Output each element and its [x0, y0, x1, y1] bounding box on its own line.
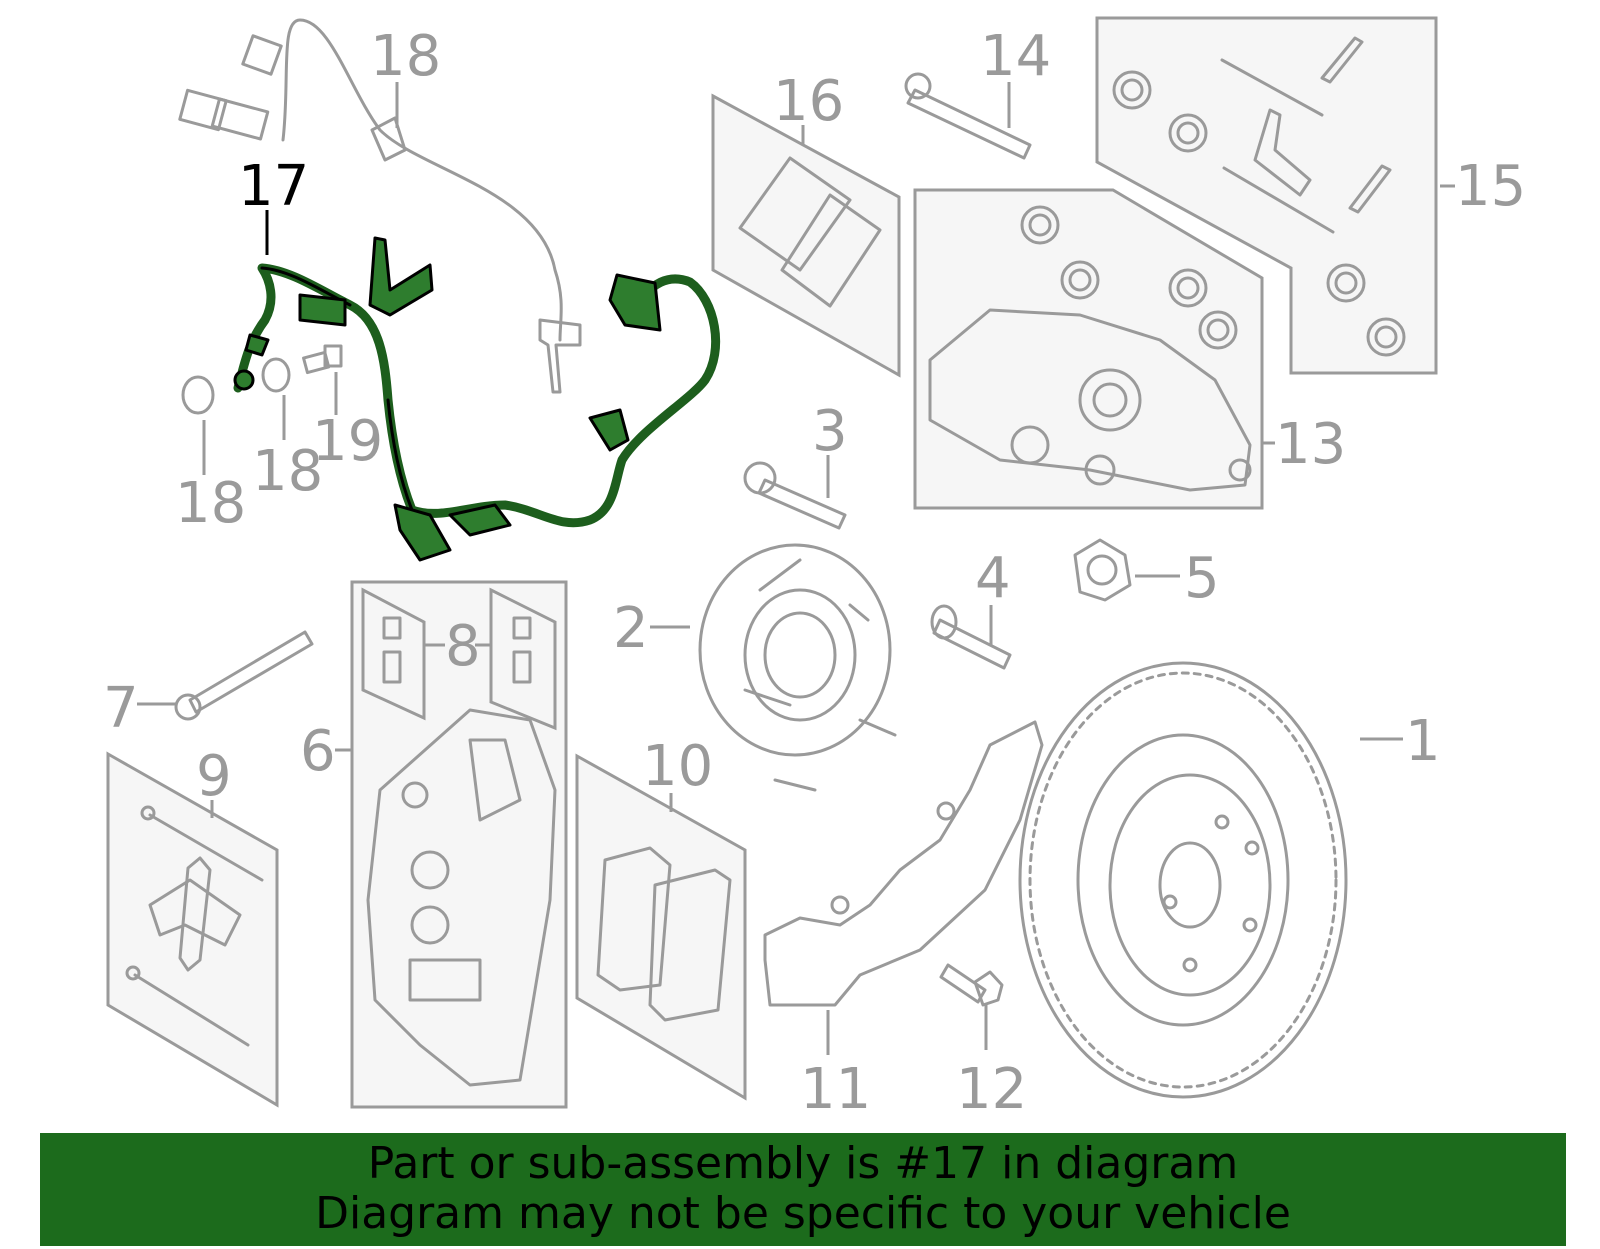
panel-13: [913, 188, 1264, 510]
part-6-caliper: [366, 708, 557, 1087]
callout-2: 2: [613, 596, 649, 661]
callout-6: 6: [300, 719, 336, 784]
part-14-bolt: [904, 72, 1032, 160]
callout-1: 1: [1405, 709, 1441, 774]
callout-8: 8: [445, 614, 481, 679]
callout-7: 7: [103, 676, 139, 741]
panel-16: [711, 93, 901, 378]
part-18-washer-a: [181, 375, 215, 415]
panel-6: [350, 580, 568, 1109]
callout-11: 11: [800, 1057, 871, 1122]
callout-4: 4: [975, 546, 1011, 611]
part-10-pads: [596, 846, 732, 1022]
callout-15: 15: [1455, 154, 1526, 219]
part-9-hardware: [125, 805, 264, 1047]
callout-13: 13: [1275, 412, 1346, 477]
callout-10: 10: [642, 734, 713, 799]
callout-18a: 18: [175, 471, 246, 536]
callout-16: 16: [773, 69, 844, 134]
part-4-stud: [930, 604, 1012, 670]
part-19-bolt: [302, 344, 343, 375]
banner-line-1: Part or sub-assembly is #17 in diagram: [367, 1138, 1239, 1189]
panel-8-right: [489, 587, 557, 731]
part-1-rotor: [1018, 661, 1348, 1099]
callout-17: 17: [238, 154, 309, 219]
callout-20: 18: [370, 24, 441, 89]
banner-line-2: Diagram may not be specific to your vehi…: [315, 1188, 1291, 1239]
callout-12: 12: [956, 1057, 1027, 1122]
callout-19: 19: [312, 409, 383, 474]
part-2-hub: [698, 543, 897, 792]
callout-3: 3: [812, 399, 848, 464]
part-15-kit: [1112, 36, 1406, 357]
part-12-bolt: [939, 963, 1004, 1007]
part-8-bleeders: [382, 616, 532, 684]
part-5-nut: [1073, 538, 1132, 602]
part-3-bolt: [743, 461, 847, 530]
part-7-bolt: [174, 630, 314, 721]
part-13-caliper: [928, 205, 1252, 492]
part-11-shield: [763, 720, 1044, 1007]
part-18-washer-b: [261, 357, 291, 393]
part-17-brake-hose: [233, 236, 721, 562]
panel-8-left: [361, 587, 426, 721]
callout-14: 14: [980, 24, 1051, 89]
callout-9: 9: [196, 744, 232, 809]
info-banner: Part or sub-assembly is #17 in diagram D…: [40, 1133, 1566, 1246]
callout-5: 5: [1184, 546, 1220, 611]
part-16-pads: [738, 156, 882, 308]
part-20-speed-sensor: [178, 18, 582, 394]
callout-18b: 18: [252, 439, 323, 504]
panel-15: [1095, 16, 1438, 375]
